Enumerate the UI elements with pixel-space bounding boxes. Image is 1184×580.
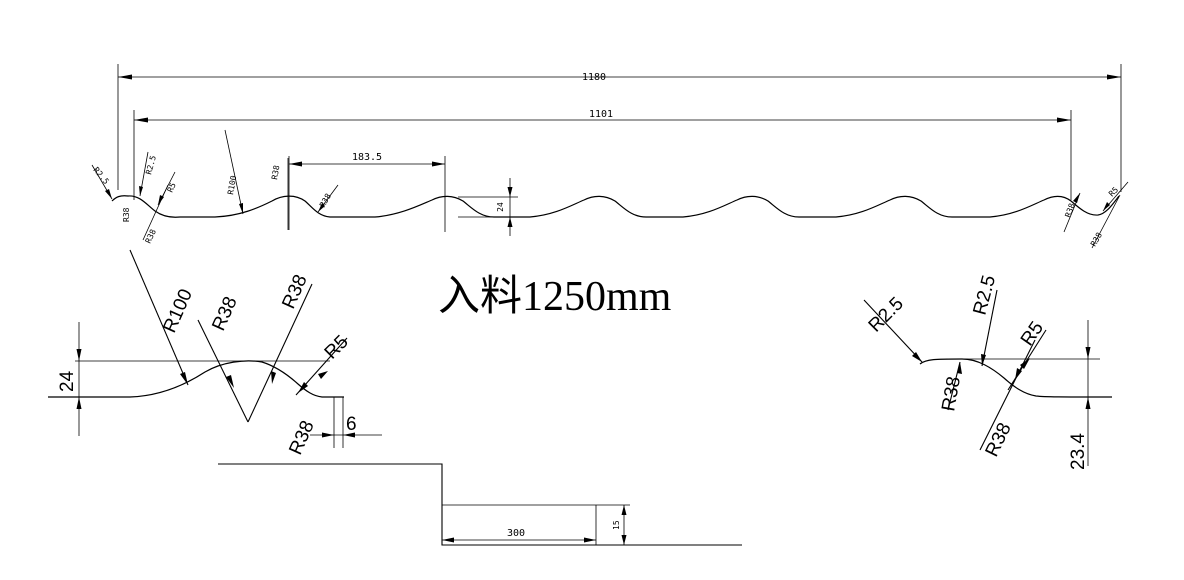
pitch-dimension: 183.5 [288, 152, 446, 232]
top-label-r2-5-b: R2.5 [144, 154, 158, 175]
top-label-r2-5-a: R2.5 [91, 166, 110, 187]
left-detail-height-dimension: 24 [57, 322, 82, 436]
effective-width-label: 1101 [589, 109, 613, 120]
right-detail-r2-5-a-label: R2.5 [865, 293, 908, 336]
left-detail-r100-label: R100 [159, 286, 197, 336]
right-detail-r38-a-label: R38 [938, 375, 965, 413]
right-detail-height-dimension: 23.4 [1068, 320, 1091, 470]
top-label-r100: R100 [226, 175, 238, 196]
left-detail-callouts: R100 R38 R38 R5 R38 [129, 249, 353, 458]
right-detail-callouts: R2.5 R2.5 R5 R38 R38 [863, 273, 1048, 461]
top-label-r38-c: R38 [270, 164, 281, 180]
top-height-label: 24 [496, 202, 505, 212]
pitch-label: 183.5 [352, 152, 382, 163]
left-detail-r38-a-label: R38 [208, 294, 241, 334]
step-detail-outline [218, 463, 742, 546]
top-sheet-profile [111, 195, 1120, 218]
top-left-radius-callouts: R2.5 R2.5 R5 R38 R38 R100 R38 R38 [91, 129, 339, 245]
top-label-r5: R5 [166, 181, 178, 194]
right-detail-r38-b-label: R38 [982, 420, 1016, 461]
left-detail-r5-label: R5 [321, 332, 353, 364]
step-length-dimension: 300 [442, 528, 596, 543]
step-height-label: 15 [612, 520, 621, 530]
step-height-dimension: 15 [596, 504, 630, 545]
top-label-r38-b: R38 [144, 228, 158, 245]
right-detail-r2-5-b-label: R2.5 [970, 273, 1001, 317]
overall-width-label: 1180 [582, 72, 606, 83]
left-detail-edge-dimension: 6 [310, 397, 382, 448]
left-detail-height-label: 24 [57, 370, 78, 392]
left-detail-r38-c-label: R38 [285, 418, 318, 458]
step-length-label: 300 [507, 528, 525, 539]
left-detail-edge-label: 6 [346, 414, 357, 435]
right-detail-height-label: 23.4 [1068, 433, 1089, 470]
right-detail-profile [919, 358, 1113, 398]
top-height-dimension: 24 [458, 178, 518, 236]
left-detail-profile [48, 360, 344, 398]
left-detail-r38-b-label: R38 [278, 272, 311, 312]
top-label-right-r38-b: R38 [1089, 231, 1104, 248]
overall-width-dimension: 1180 [117, 64, 1122, 192]
effective-width-dimension: 1101 [133, 109, 1072, 200]
feed-width-title: 入料1250mm [438, 274, 672, 320]
top-label-r38-a: R38 [122, 207, 131, 222]
top-right-radius-callouts: R38 R5 R38 [1063, 181, 1129, 249]
